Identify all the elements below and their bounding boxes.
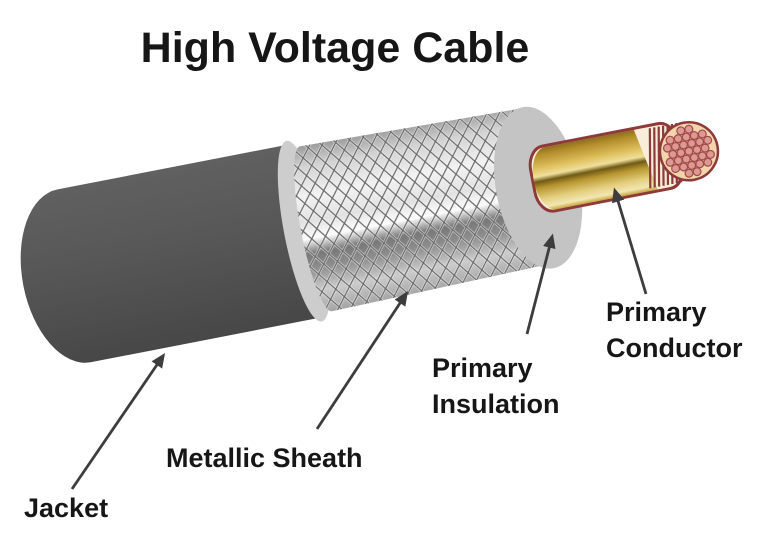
strand-stripe [653, 127, 656, 188]
metallic-sheath-mesh [294, 108, 553, 312]
primary-insulation-arrow [525, 233, 556, 335]
conductor-strand [692, 167, 702, 177]
strand-stripe [648, 128, 652, 189]
conductor-strand [703, 157, 713, 167]
jacket-arrow [70, 352, 166, 490]
metallic-sheath-arrow [315, 290, 409, 430]
cable-jacket [20, 145, 319, 363]
conductor-strands [662, 124, 715, 178]
strand-stripe [657, 126, 661, 187]
conductor-strand [684, 124, 694, 134]
primary-conductor-arrow [612, 187, 648, 295]
primary-insulation-label-line2: Insulation [432, 389, 560, 419]
metallic-sheath-label: Metallic Sheath [166, 443, 363, 473]
cable-illustration [20, 106, 720, 363]
conductor-strand [705, 149, 715, 159]
primary-conductor-label-line1: Primary [606, 297, 707, 327]
diagram-title: High Voltage Cable [141, 24, 530, 72]
conductor-strand [700, 143, 710, 153]
conductor-body [532, 129, 658, 210]
primary-conductor-label-line2: Conductor [606, 333, 743, 363]
conductor-strand [703, 135, 713, 145]
conductor-strand [697, 129, 707, 139]
jacket-label: Jacket [24, 493, 108, 523]
primary-insulation-label-line1: Primary [432, 353, 533, 383]
